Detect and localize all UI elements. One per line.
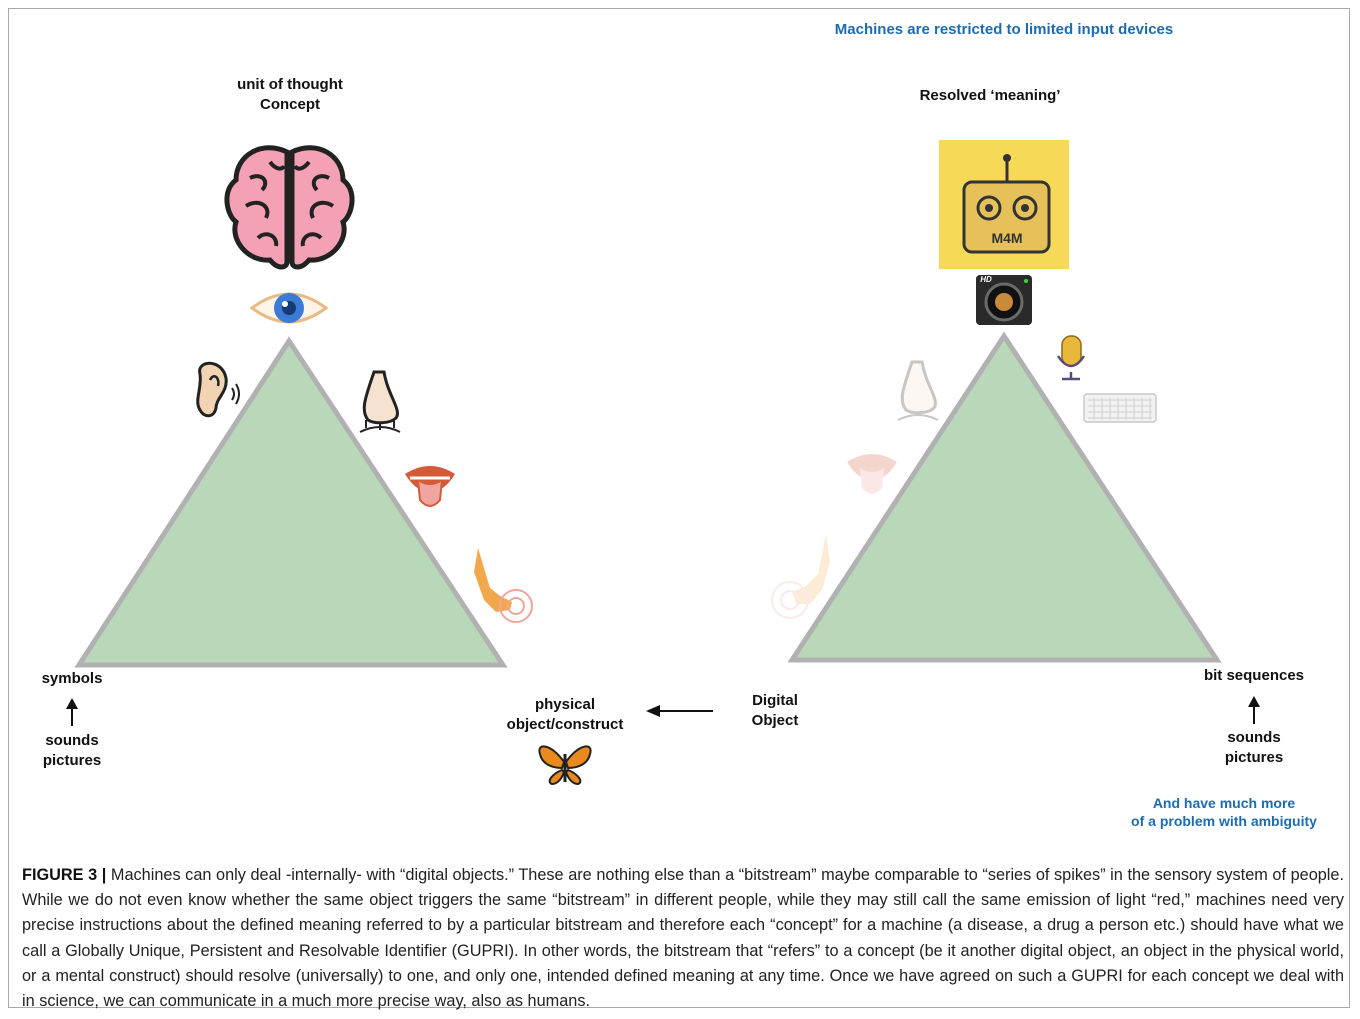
microphone-icon bbox=[1056, 335, 1086, 381]
brain-icon bbox=[224, 145, 355, 270]
left-semiotic-triangle bbox=[74, 336, 508, 668]
touch-icon bbox=[474, 548, 533, 623]
faded-tongue-icon bbox=[847, 454, 897, 494]
ear-icon bbox=[196, 361, 240, 418]
figure-artwork bbox=[74, 140, 1222, 786]
concept-label-line1: unit of thought bbox=[237, 76, 343, 93]
faded-nose-icon bbox=[897, 360, 939, 421]
robot-text: M4M bbox=[991, 230, 1023, 246]
keyboard-icon bbox=[1083, 393, 1157, 423]
robot-icon bbox=[939, 140, 1069, 269]
figure-caption: FIGURE 3 | Machines can only deal -inter… bbox=[22, 863, 1344, 1014]
faded-touch-icon bbox=[771, 534, 830, 619]
caption-text: Machines can only deal -internally- with… bbox=[22, 866, 1345, 1011]
caption-label: FIGURE 3 | bbox=[22, 866, 107, 884]
physical-label-line2: object/construct bbox=[506, 716, 624, 733]
digital-object-line1: Digital bbox=[752, 692, 798, 709]
camera-hd-badge: HD bbox=[980, 275, 992, 284]
ambiguity-note-line2: of a problem with ambiguity bbox=[1131, 813, 1317, 829]
right-up-arrow bbox=[1248, 696, 1260, 724]
physical-label-line1: physical bbox=[534, 696, 596, 713]
right-semiotic-triangle bbox=[787, 331, 1222, 663]
camera-icon bbox=[976, 275, 1032, 325]
butterfly-icon bbox=[538, 745, 592, 786]
machines-note: Machines are restricted to limited input… bbox=[834, 21, 1174, 38]
digital-object-line2: Object bbox=[751, 712, 799, 729]
nose-icon bbox=[359, 370, 401, 433]
concept-label-line2: Concept bbox=[260, 96, 320, 113]
digital-to-physical-arrow bbox=[646, 705, 713, 717]
left-sounds-label: sounds bbox=[45, 732, 99, 749]
left-up-arrow bbox=[66, 698, 78, 726]
symbols-label: symbols bbox=[41, 670, 103, 687]
tongue-icon bbox=[405, 466, 455, 507]
ambiguity-note-line1: And have much more bbox=[1152, 795, 1296, 811]
figure-frame bbox=[8, 8, 1350, 1008]
resolved-meaning-label: Resolved ‘meaning’ bbox=[919, 87, 1061, 104]
right-pictures-label: pictures bbox=[1224, 749, 1284, 766]
right-sounds-label: sounds bbox=[1227, 729, 1281, 746]
bit-sequences-label: bit sequences bbox=[1203, 667, 1305, 684]
eye-icon bbox=[249, 292, 329, 324]
left-pictures-label: pictures bbox=[42, 752, 102, 769]
